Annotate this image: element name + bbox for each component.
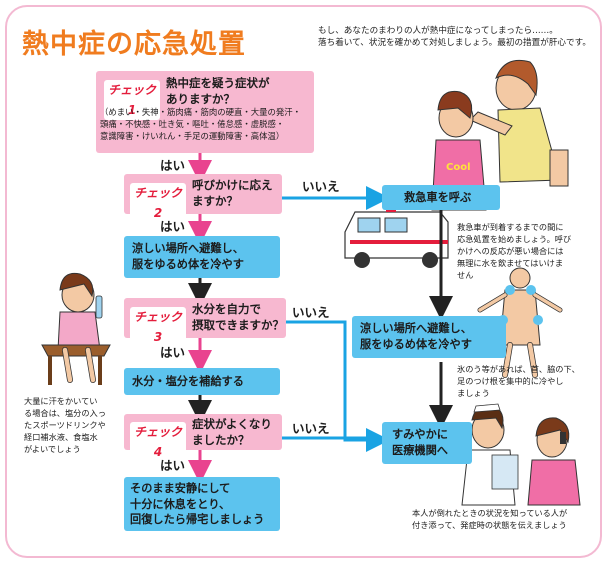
question-line: 水分を自力で (192, 302, 261, 316)
check1-label: チェック1 (104, 80, 160, 120)
note-line: 救急車が到着するまでの間に (457, 222, 564, 232)
no-label-4: いいえ (292, 421, 330, 436)
question-line: ましたか？ (192, 432, 250, 447)
note-line: る場合は、塩分の入っ (24, 407, 106, 418)
step-line: 涼しい場所へ避難し、 (360, 322, 472, 335)
ambulance-text: 救急車を呼ぶ (404, 191, 472, 204)
drinking-girl-illustration (41, 272, 111, 385)
question-line: 摂取できますか？ (192, 317, 284, 332)
note-line: 足のつけ根を集中的に冷やし (457, 375, 564, 386)
check4-question: 症状がよくなり ましたか？ (192, 417, 272, 448)
rest-step-text: そのまま安静にして 十分に休息をとり、 回復したら帰宅しましょう (130, 481, 264, 528)
note-line: 経口補水液、食塩水 (24, 431, 98, 442)
hospital-box (382, 422, 472, 464)
note-line: たスポーツドリンクや (24, 419, 106, 430)
yes-label-3: はい (160, 345, 186, 360)
hospital-note: 本人が倒れたときの状況を知っている人が 付き添って、発症時の状態を伝えましょう (412, 508, 567, 532)
note-line: 応急処置を始めましょう。呼び (457, 233, 572, 244)
check2-question: 呼びかけに応え ますか？ (192, 178, 273, 209)
question-line: 呼びかけに応え (192, 178, 273, 192)
step-line: 回復したら帰宅しましょう (130, 513, 265, 527)
intro-text: もし、あなたのまわりの人が熱中症になってしまったら……。 落ち着いて、状況を確か… (318, 26, 591, 49)
step-line: 服をゆるめ体を冷やす (132, 257, 244, 271)
cool-step-text: 涼しい場所へ避難し、 服をゆるめ体を冷やす (132, 241, 244, 272)
nurse-illustration (461, 403, 581, 506)
svg-text:Cool: Cool (446, 162, 471, 173)
check1-symptoms: （めまい・失神・筋肉痛・筋肉の硬直・大量の発汗・ 頭痛・不快感・吐き気・嘔吐・倦… (100, 106, 301, 143)
right-cool-text: 涼しい場所へ避難し、 服をゆるめ体を冷やす (360, 321, 472, 352)
question-line: 熱中症を疑う症状が (166, 76, 270, 90)
note-line: 付き添って、発症時の状態を伝えましょう (412, 519, 567, 530)
yes-label-4: はい (160, 458, 186, 473)
check3-label: チェック3 (130, 307, 186, 347)
hydrate-step-text: 水分・塩分を補給する (132, 375, 244, 388)
note-line: せん (457, 269, 474, 280)
check2-label: チェック2 (130, 183, 186, 223)
left-note: 大量に汗をかいてい る場合は、塩分の入っ たスポーツドリンクや 経口補水液、食塩… (24, 396, 106, 455)
no-label-3: いいえ (292, 305, 330, 320)
intro-line: 落ち着いて、状況を確かめて対処しましょう。最初の措置が肝心です。 (318, 37, 591, 48)
intro-line: もし、あなたのまわりの人が熱中症になってしまったら……。 (318, 26, 558, 36)
cool-note: 氷のう等があれば、首、脇の下、 足のつけ根を集中的に冷やし ましょう (457, 364, 580, 400)
yes-label-2: はい (160, 219, 186, 234)
note-line: ましょう (457, 387, 490, 398)
no-label-2: いいえ (302, 179, 340, 194)
step-line: 十分に休息をとり、 (130, 497, 231, 511)
helping-women-illustration: Cool (431, 59, 569, 211)
question-line: 症状がよくなり (192, 417, 272, 431)
check3-question: 水分を自力で 摂取できますか？ (192, 302, 284, 333)
check4-label: チェック4 (130, 422, 186, 462)
right-cool-box (352, 316, 506, 358)
note-line: 無理に水を飲ませてはいけま (457, 257, 564, 268)
step-line: 服をゆるめ体を冷やす (360, 337, 472, 351)
rest-step-box (124, 477, 280, 531)
question-line: ますか？ (192, 193, 238, 208)
hydrate-step-box (124, 368, 280, 395)
page-title: 熱中症の応急処置 (22, 29, 246, 60)
symptom-line: （めまい・失神・筋肉痛・筋肉の硬直・大量の発汗・ (100, 107, 301, 117)
yes-label-1: はい (160, 158, 186, 173)
ambulance-box (382, 185, 500, 210)
note-line: がよいでしょう (24, 443, 81, 454)
cool-step-box (124, 236, 280, 278)
note-line: 本人が倒れたときの状況を知っている人が (412, 508, 568, 518)
note-line: 氷のう等があれば、首、脇の下、 (457, 364, 580, 374)
step-line: 涼しい場所へ避難し、 (132, 242, 244, 255)
check1-question: 熱中症を疑う症状が ありますか？ (166, 76, 270, 107)
step-line: そのまま安静にして (130, 482, 231, 495)
symptom-line: 意識障害・けいれん・手足の運動障害・高体温） (100, 131, 285, 142)
question-line: ありますか？ (166, 91, 235, 106)
note-line: かけへの反応が悪い場合には (457, 245, 564, 256)
step-line: すみやかに (392, 428, 448, 441)
step-line: 医療機関へ (392, 443, 448, 457)
hospital-text: すみやかに 医療機関へ (392, 427, 448, 458)
note-line: 大量に汗をかいてい (24, 396, 98, 406)
symptom-line: 頭痛・不快感・吐き気・嘔吐・倦怠感・虚脱感・ (100, 119, 285, 130)
ambulance-note: 救急車が到着するまでの間に 応急処置を始めましょう。呼び かけへの反応が悪い場合… (457, 222, 571, 281)
